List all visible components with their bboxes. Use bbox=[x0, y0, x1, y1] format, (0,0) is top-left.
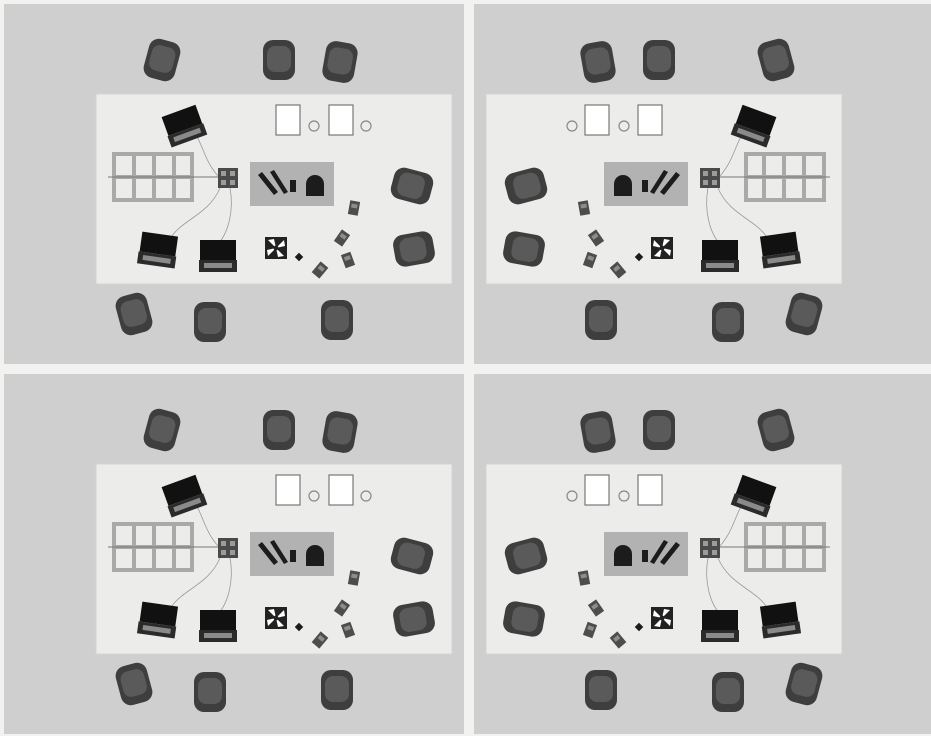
floorplan-panel-top-left bbox=[4, 4, 464, 364]
floorplan-diagram bbox=[474, 4, 931, 364]
floorplan-panel-bottom-right bbox=[474, 374, 931, 734]
floorplan-diagram bbox=[4, 4, 464, 364]
floorplan-diagram bbox=[474, 374, 931, 734]
floorplan-panel-bottom-left bbox=[4, 374, 464, 734]
floorplan-diagram bbox=[4, 374, 464, 734]
floorplan-panel-top-right bbox=[474, 4, 931, 364]
